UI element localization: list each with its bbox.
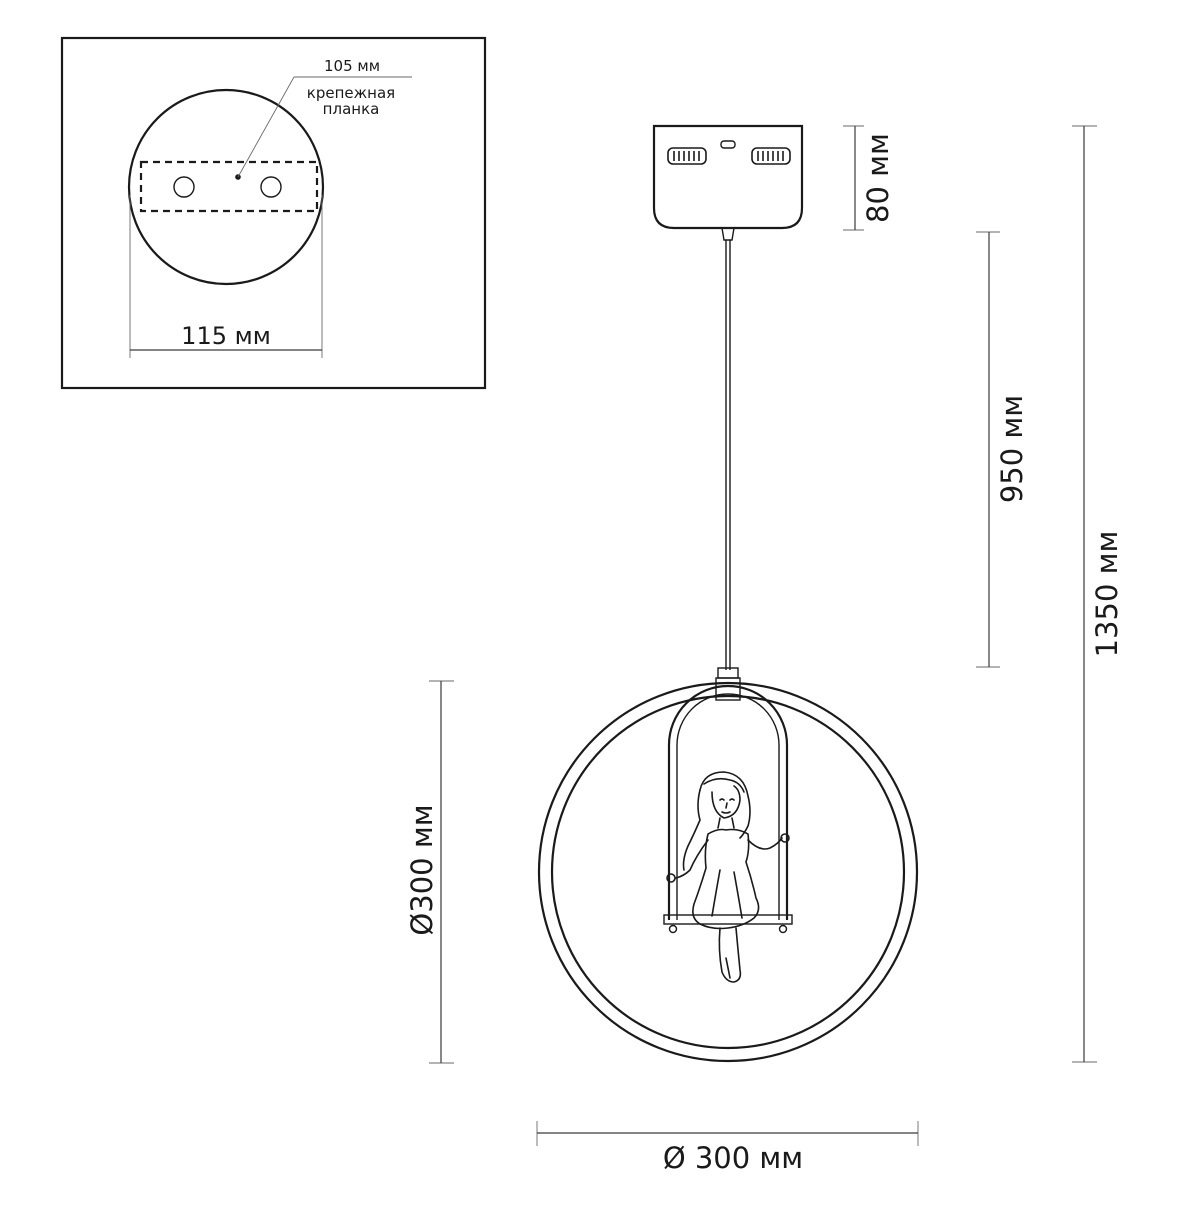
- ring-height-label: Ø300 мм: [405, 804, 439, 935]
- dimension-cable-length: 950 мм: [976, 231, 1029, 668]
- canopy-circle: [127, 88, 325, 286]
- inner-ring: [550, 694, 906, 1050]
- canopy-body: [652, 124, 804, 230]
- dimension-canopy-height: 80 мм: [843, 125, 895, 231]
- dimension-total-height: 1350 мм: [1072, 125, 1124, 1063]
- plate-label-line2: планка: [323, 100, 380, 118]
- plate-label-line1: крепежная: [307, 84, 395, 102]
- vent-right: [751, 147, 791, 165]
- seat-knob-left: [668, 924, 678, 934]
- outer-ring: [537, 681, 919, 1063]
- vent-left: [667, 147, 707, 165]
- mounting-plate-outline: [139, 160, 319, 213]
- canopy-slot: [720, 140, 736, 149]
- seat-knob-right: [778, 924, 788, 934]
- swing-arch-outer: [667, 684, 789, 920]
- cable-length-label: 950 мм: [995, 395, 1029, 503]
- girl-figure: [666, 771, 790, 983]
- swing-arch-inner: [676, 693, 780, 920]
- pendant-lamp: [537, 124, 919, 1063]
- cable-grip: [721, 227, 735, 241]
- dimension-ring-width: Ø 300 мм: [536, 1121, 919, 1175]
- inset-panel: 105 мм крепежная планка 115 мм: [60, 36, 487, 390]
- ring-connector-top: [717, 667, 739, 679]
- plate-leader-line: [237, 76, 295, 178]
- screw-hole-right: [260, 176, 282, 198]
- ring-connector-block: [715, 677, 741, 701]
- swing-seat: [663, 914, 793, 925]
- width-dimension-label: 115 мм: [181, 322, 271, 350]
- ring-width-label: Ø 300 мм: [663, 1141, 803, 1175]
- plate-dimension-label: 105 мм: [324, 57, 380, 75]
- canopy-height-label: 80 мм: [861, 133, 895, 223]
- screw-hole-left: [173, 176, 195, 198]
- total-height-label: 1350 мм: [1090, 531, 1124, 658]
- dimension-ring-height: Ø300 мм: [405, 680, 454, 1064]
- inset-frame: [60, 36, 487, 390]
